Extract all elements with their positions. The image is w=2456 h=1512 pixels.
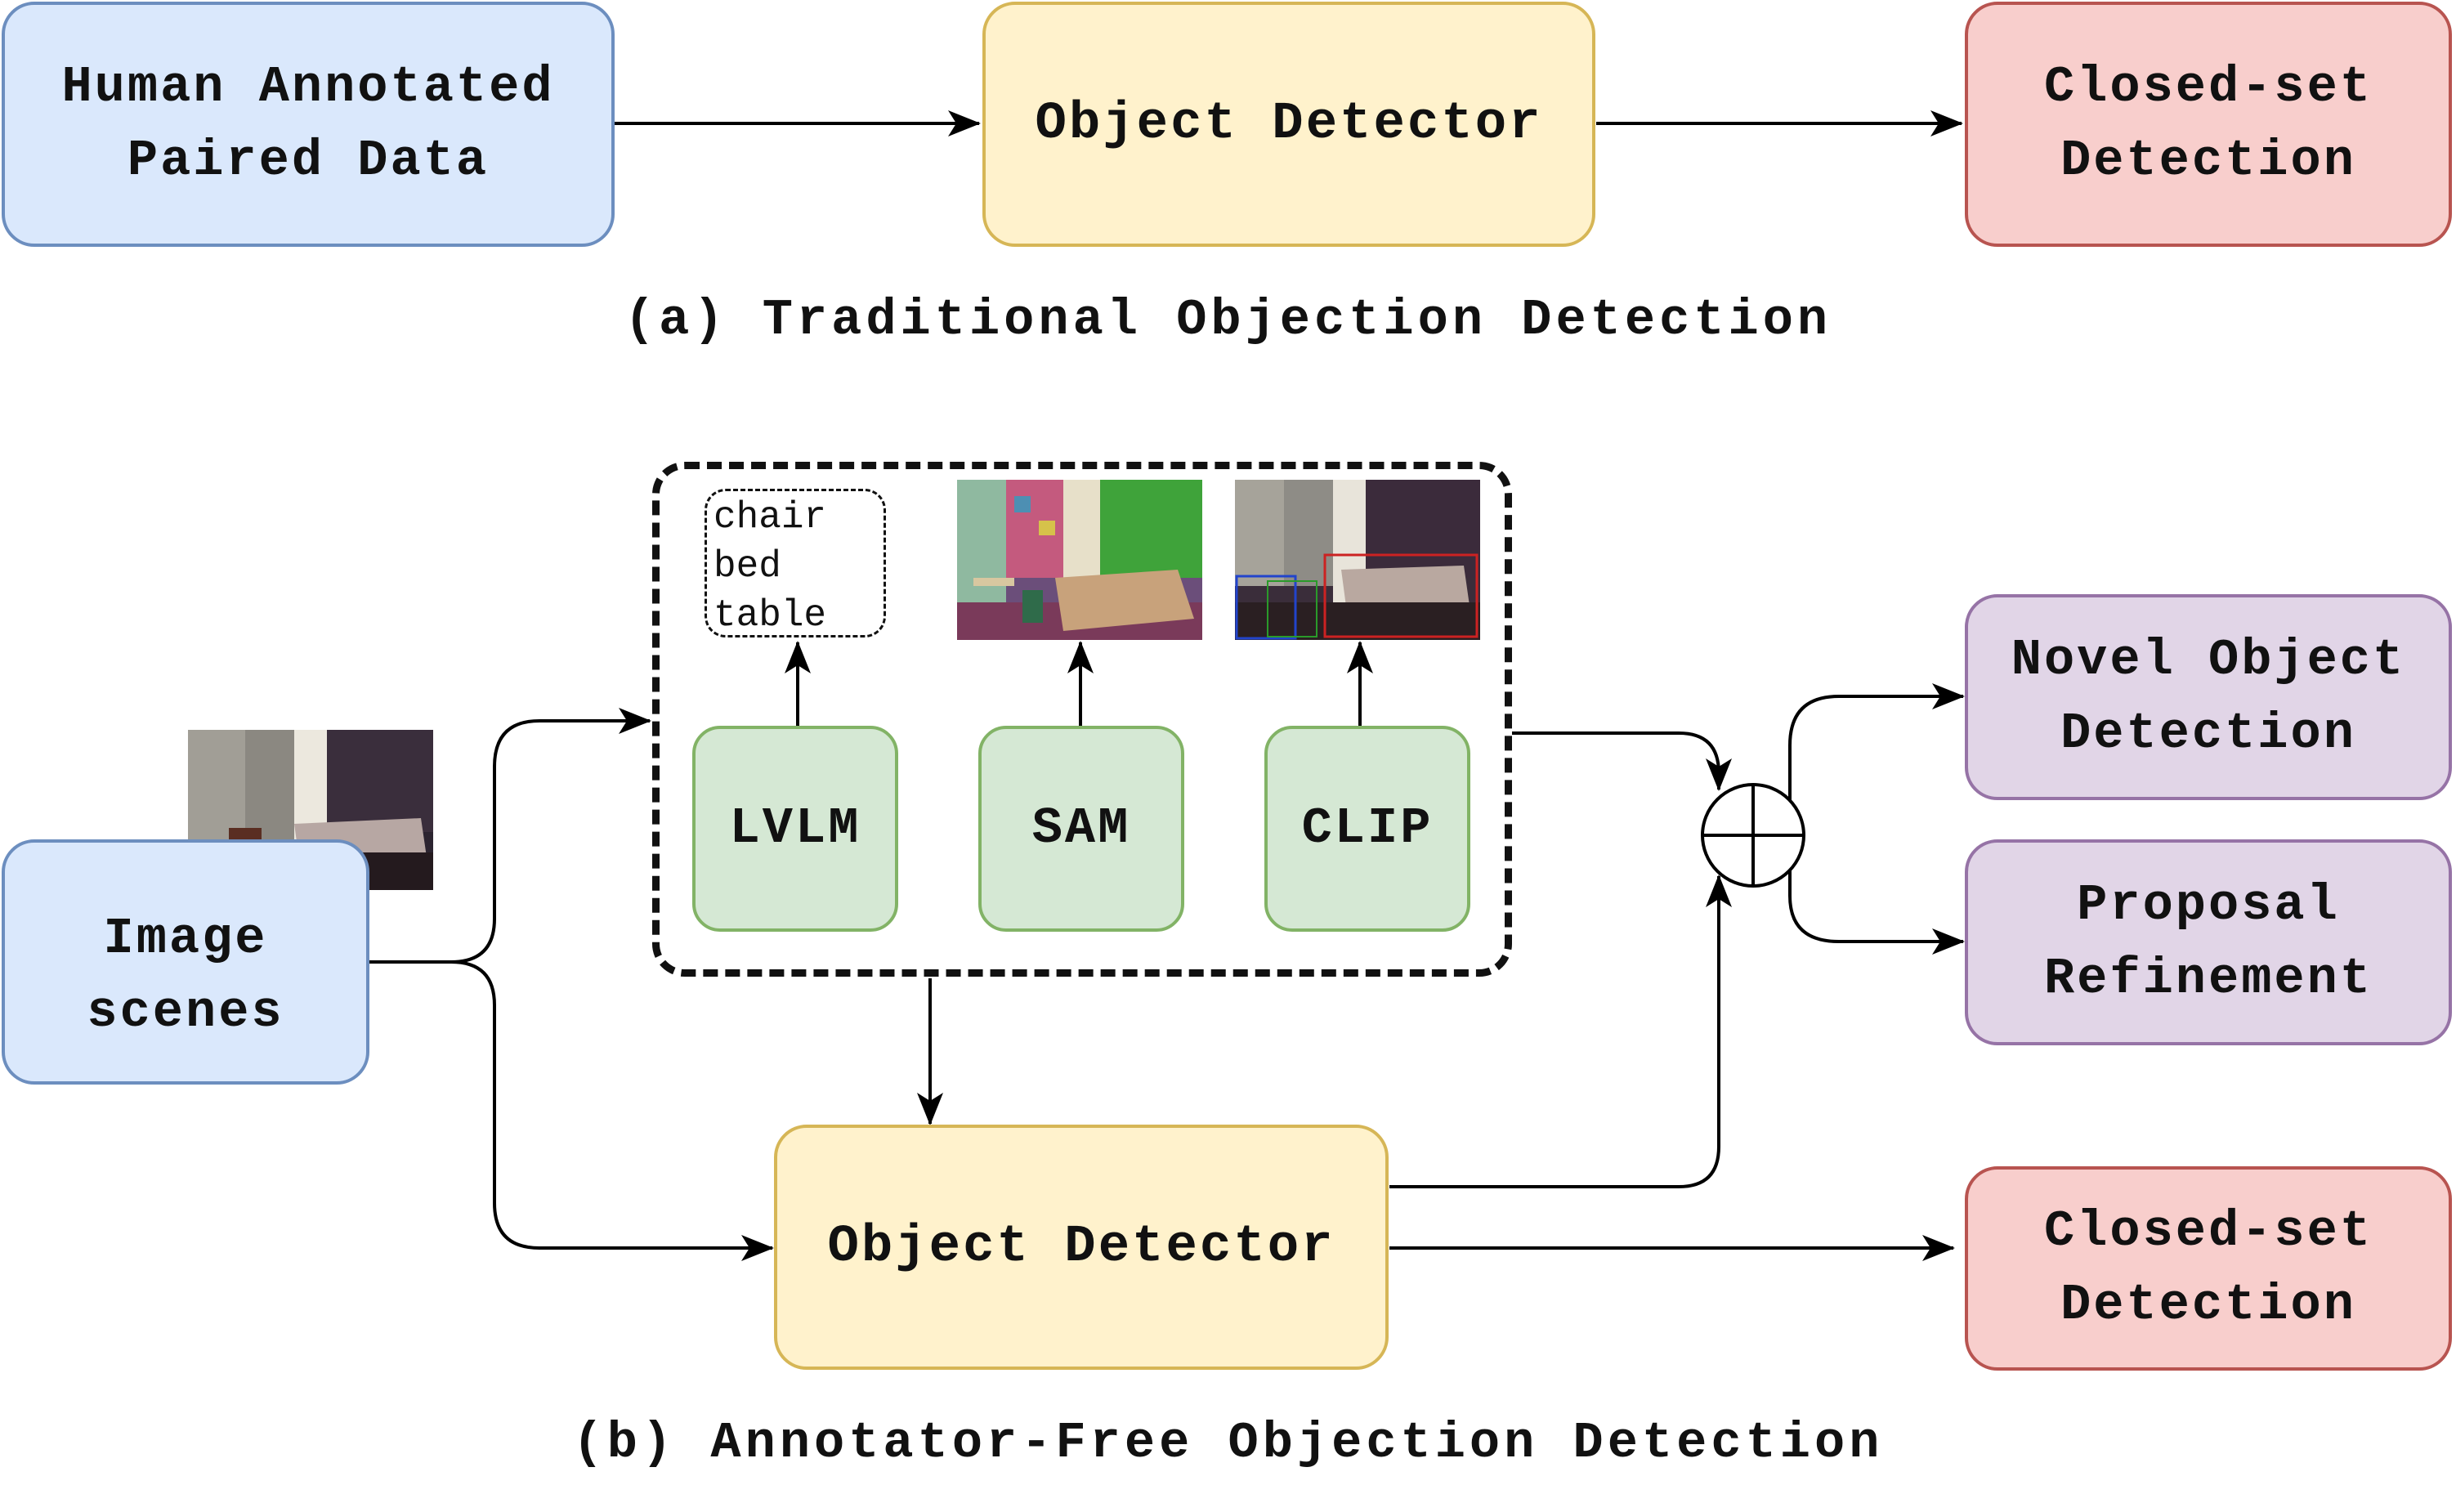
arrow-plus-to-refine	[1788, 835, 1965, 955]
label-item-bed: bed	[714, 545, 781, 588]
arrow-detector-to-plus	[1389, 875, 1732, 1188]
box-line: Paired Data	[127, 132, 490, 190]
box-line: Image	[103, 910, 268, 968]
foundation-models-container	[652, 462, 1512, 977]
clip-boxes-image	[1235, 480, 1480, 640]
box-line: Detection	[2060, 132, 2356, 190]
proposal-refinement-box: Proposal Refinement	[1965, 839, 2452, 1045]
box-line: SAM	[1031, 799, 1131, 858]
sam-model-box: SAM	[978, 726, 1184, 932]
novel-object-detection-box: Novel Object Detection	[1965, 594, 2452, 800]
box-line: LVLM	[729, 799, 861, 858]
box-line: Refinement	[2043, 950, 2373, 1008]
box-line: Closed-set	[2043, 1202, 2373, 1261]
arrow-container-to-plus	[1512, 731, 1732, 791]
clip-model-box: CLIP	[1264, 726, 1470, 932]
caption-b: (b) Annotator-Free Objection Detection	[572, 1414, 1884, 1472]
box-line: Object Detector	[827, 1217, 1335, 1277]
box-line: Proposal	[2077, 876, 2340, 935]
closed-set-detection-box-a: Closed-set Detection	[1965, 2, 2452, 247]
box-line: Detection	[2060, 1276, 2356, 1334]
human-annotated-data-box: Human Annotated Paired Data	[2, 2, 615, 247]
object-detector-box-a: Object Detector	[982, 2, 1595, 247]
box-line: Human Annotated	[61, 58, 555, 117]
image-scenes-box: Image scenes	[2, 839, 369, 1085]
label-item-table: table	[714, 594, 827, 637]
arrow-plus-to-novel	[1788, 683, 1965, 835]
lvlm-model-box: LVLM	[692, 726, 898, 932]
box-line: scenes	[87, 983, 284, 1041]
category-label-list: chair bed table	[705, 489, 886, 637]
sam-segmentation-image	[957, 480, 1202, 640]
plus-circle-icon	[1701, 783, 1805, 888]
object-detector-box-b: Object Detector	[774, 1125, 1389, 1370]
box-line: CLIP	[1301, 799, 1434, 858]
box-line: Closed-set	[2043, 58, 2373, 117]
arrow-image-to-models	[369, 708, 651, 964]
closed-set-detection-box-b: Closed-set Detection	[1965, 1166, 2452, 1371]
label-item-chair: chair	[714, 496, 827, 539]
box-line: Object Detector	[1035, 94, 1543, 154]
box-line: Novel Object	[2011, 631, 2406, 690]
caption-a: (a) Traditional Objection Detection	[624, 291, 1832, 349]
box-line: Detection	[2060, 705, 2356, 763]
arrow-image-to-detector	[450, 960, 774, 1261]
